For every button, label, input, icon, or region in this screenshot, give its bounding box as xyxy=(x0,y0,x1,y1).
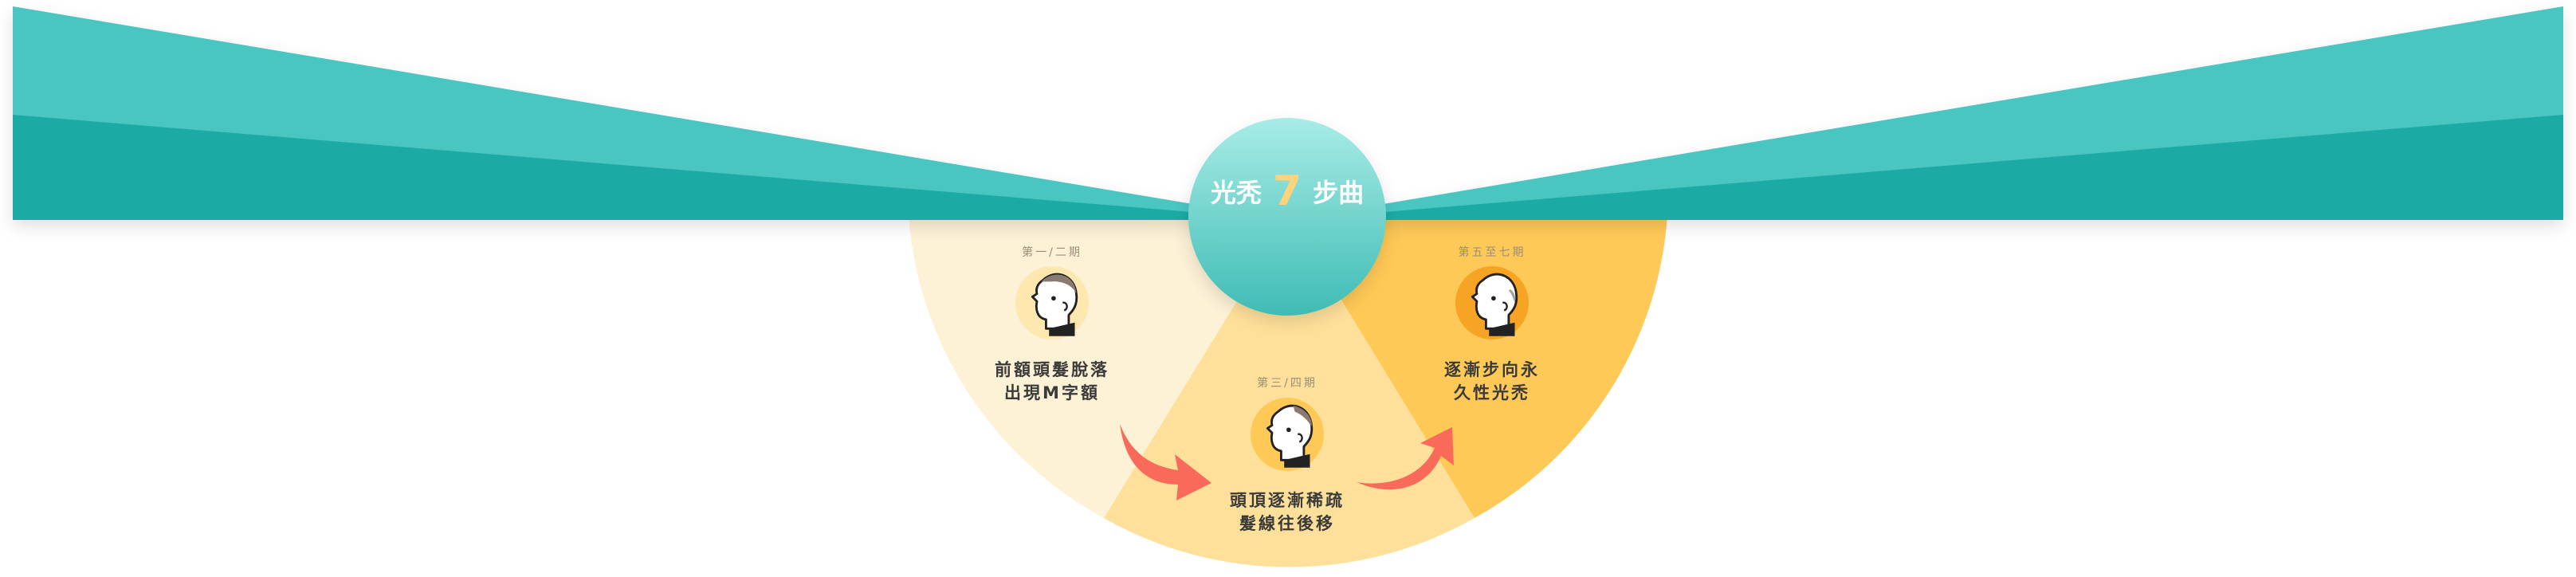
stage1-description: 前額頭髮脫落 出現M字額 xyxy=(995,359,1109,405)
stage2-icon xyxy=(1251,398,1324,471)
stage1-line2: 出現M字額 xyxy=(1004,383,1100,402)
title: 光秃 7 步曲 xyxy=(1211,167,1364,215)
title-prefix: 光秃 xyxy=(1210,178,1262,208)
stage1-sector xyxy=(909,215,1290,518)
title-number: 7 xyxy=(1272,167,1302,215)
curved-arrow-icon xyxy=(1120,424,1211,500)
banner-dark-right xyxy=(1288,115,2563,220)
stage1-tag: 第一/二期 xyxy=(1022,246,1082,259)
stage3-sector xyxy=(1290,215,1667,518)
banner-dark-left xyxy=(13,115,1288,220)
stage3-line2: 久性光禿 xyxy=(1454,383,1530,402)
stage3-icon xyxy=(1455,266,1529,340)
stage3-tag: 第五至七期 xyxy=(1458,246,1526,259)
balding-man-head-icon xyxy=(1266,404,1314,469)
stage2-line1: 頭頂逐漸稀疏 xyxy=(1230,491,1345,510)
stage3-line1: 逐漸步向永 xyxy=(1444,360,1540,379)
balding-man-head-icon xyxy=(1031,273,1078,338)
curved-arrow-icon xyxy=(1357,427,1454,490)
stage3-description: 逐漸步向永 久性光禿 xyxy=(1444,359,1540,405)
balding-man-head-icon xyxy=(1471,273,1518,338)
stage2-line2: 髮線往後移 xyxy=(1239,514,1335,533)
stage1-line1: 前額頭髮脫落 xyxy=(995,360,1109,379)
stage1-icon xyxy=(1015,266,1089,340)
stage2-description: 頭頂逐漸稀疏 髮線往後移 xyxy=(1230,489,1345,536)
title-suffix: 步曲 xyxy=(1313,178,1365,208)
stage2-tag: 第三/四期 xyxy=(1257,377,1317,390)
title-circle xyxy=(1188,118,1386,316)
banner xyxy=(13,6,2563,220)
